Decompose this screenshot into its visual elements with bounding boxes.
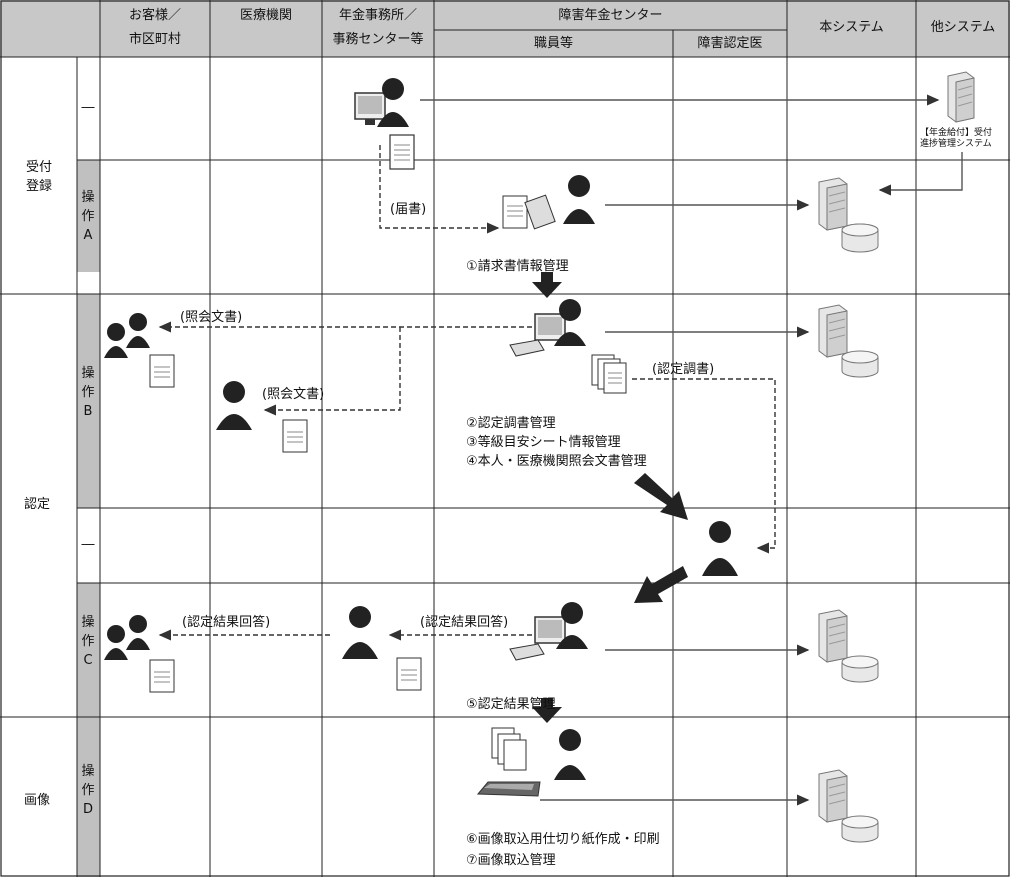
medical-staff-icon [216,381,252,430]
header-customer: お客様／ [128,8,181,23]
label-nintei-chosho: (認定調書) [652,362,715,377]
operation-none-label: ― [81,100,95,115]
office-staff-icon [342,606,378,659]
operation-a-label: 操 作 A [81,190,95,243]
server-database-icon [818,609,879,683]
down-arrow-2 [532,698,562,723]
other-system-name: 【年金給付】受付 [920,128,993,138]
server-database-icon [818,769,879,843]
function-4: ④本人・医療機関照会文書管理 [466,454,647,469]
label-shokai-bunsho: (照会文書) [262,387,325,402]
document-icon [282,419,308,453]
document-icon [389,134,415,170]
function-3: ③等級目安シート情報管理 [466,435,621,450]
operation-none-label: ― [81,537,95,552]
header-staff: 職員等 [533,36,573,51]
label-nintei-kekka: (認定結果回答) [182,615,271,630]
header-this-system: 本システム [819,20,884,35]
header-medical: 医療機関 [239,8,292,23]
connector-line [878,152,963,196]
label-shokai-bunsho: (照会文書) [180,310,243,325]
function-5: ⑤認定結果管理 [466,697,556,712]
other-system-server-icon [947,71,975,123]
connector-line [379,145,500,234]
scanner-staff-icon [476,727,586,797]
customer-group-icon [104,313,150,358]
down-arrow-1 [532,272,562,298]
header-pension-office: 年金事務所／ [338,8,417,23]
server-database-icon [818,304,879,378]
function-7: ⑦画像取込管理 [466,853,556,868]
connector-line [632,378,776,554]
operation-b-band [77,294,100,508]
header-band [0,0,1010,57]
operation-c-band [77,583,100,717]
function-2: ②認定調書管理 [466,416,556,431]
document-icon [149,659,175,693]
operation-b-label: 操 作 B [81,366,95,419]
staff-with-scanner-icon [502,175,595,230]
document-icon [149,354,175,388]
label-nintei-kekka: (認定結果回答) [420,615,509,630]
header-disability-center: 障害年金センター [558,8,663,23]
operation-c-label: 操 作 C [81,615,95,668]
header-certifying-doctor: 障害認定医 [697,36,763,51]
operation-d-band [77,717,100,877]
diag-arrow-down-left [634,566,688,603]
section-reception: 受付 登録 [26,160,53,194]
staff-at-computer-icon [509,299,586,357]
label-todokesho: (届書) [390,202,427,217]
operation-d-label: 操 作 D [81,764,95,817]
header-municipality: 市区町村 [128,32,181,47]
connector-line [263,327,401,416]
header-other-system: 他システム [930,20,996,35]
staff-at-computer-icon [354,78,409,127]
certifying-doctor-icon [702,521,738,576]
function-6: ⑥画像取込用仕切り紙作成・印刷 [466,832,660,847]
process-flow-arrows [532,272,688,723]
diag-arrow-down-right [634,473,688,520]
customer-group-icon [104,615,150,660]
section-certification: 認定 [24,497,51,512]
staff-at-computer-icon [509,602,588,661]
header-office-center: 事務センター等 [332,32,424,47]
other-system-name: 進捗管理システム [920,139,992,149]
function-1: ①請求書情報管理 [466,259,569,274]
operation-a-band [77,160,100,272]
stacked-documents-icon [591,354,627,394]
document-icon [396,657,422,691]
server-database-icon [818,177,879,253]
section-image: 画像 [24,793,51,808]
